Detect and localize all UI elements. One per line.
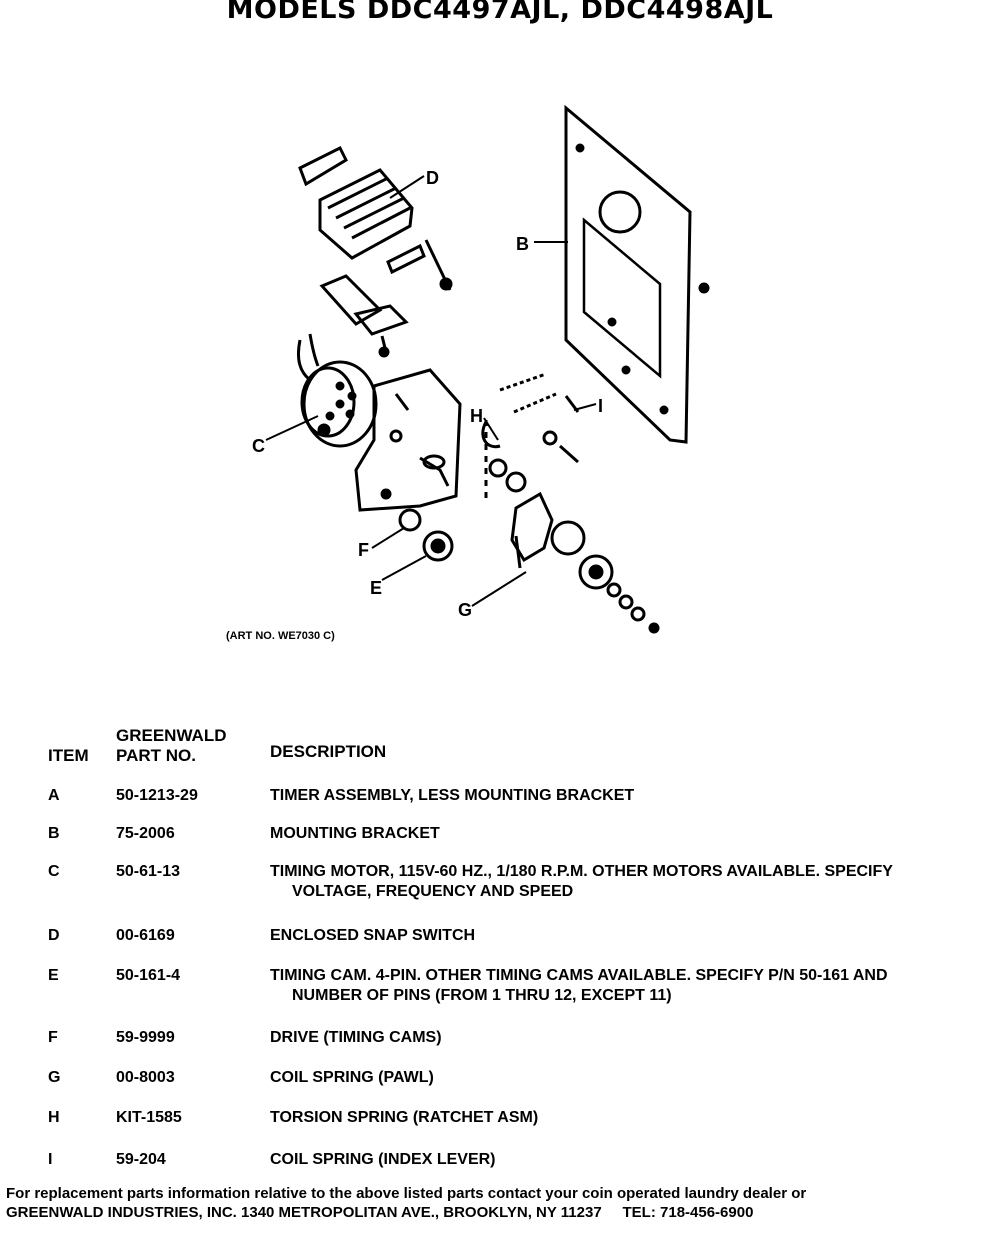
row-description: TORSION SPRING (RATCHET ASM) <box>270 1109 539 1126</box>
header-description: DESCRIPTION <box>270 742 387 761</box>
motor-plate-drawing <box>354 368 462 512</box>
timing-cam-drawing <box>398 508 454 562</box>
row-part-no: 75-2006 <box>116 825 175 842</box>
timing-motor-drawing <box>296 333 378 448</box>
row-part-no: 50-161-4 <box>116 967 181 984</box>
callout-c: C <box>252 436 265 456</box>
footer-line-1: For replacement parts information relati… <box>6 1185 807 1202</box>
row-item: F <box>48 1029 58 1046</box>
row-description: DRIVE (TIMING CAMS) <box>270 1029 442 1046</box>
row-item: A <box>48 787 60 804</box>
art-number: (ART NO. WE7030 C) <box>226 630 335 642</box>
row-item: I <box>48 1151 53 1168</box>
snap-switch-drawing <box>298 145 453 291</box>
callout-b: B <box>516 234 529 254</box>
row-description: MOUNTING BRACKET <box>270 825 440 842</box>
row-part-no: 59-204 <box>116 1151 166 1168</box>
row-item: B <box>48 825 60 842</box>
row-item: E <box>48 967 59 984</box>
row-item: H <box>48 1109 60 1126</box>
row-description: COIL SPRING (INDEX LEVER) <box>270 1151 496 1168</box>
row-description: TIMING CAM. 4-PIN. OTHER TIMING CAMS AVA… <box>270 967 888 1004</box>
callout-f: F <box>358 540 369 560</box>
callout-h: H <box>470 406 483 426</box>
header-item: ITEM <box>48 746 89 765</box>
callout-d: D <box>426 168 439 188</box>
row-description: COIL SPRING (PAWL) <box>270 1069 434 1086</box>
row-item: G <box>48 1069 61 1086</box>
page-title: MODELS DDC4497AJL, DDC4498AJL <box>226 0 774 25</box>
mounting-bracket-drawing <box>564 104 710 444</box>
row-description: TIMER ASSEMBLY, LESS MOUNTING BRACKET <box>270 787 635 804</box>
row-part-no: 50-61-13 <box>116 863 181 880</box>
row-part-no: 59-9999 <box>116 1029 175 1046</box>
header-part-line1: GREENWALD <box>116 726 227 745</box>
row-description: ENCLOSED SNAP SWITCH <box>270 927 476 944</box>
callout-g: G <box>458 600 472 620</box>
row-part-no: 00-6169 <box>116 927 175 944</box>
row-item: C <box>48 863 60 880</box>
callout-e: E <box>370 578 382 598</box>
row-part-no: 50-1213-29 <box>116 787 198 804</box>
callout-i: I <box>598 396 603 416</box>
header-part-line2: PART NO. <box>116 746 196 765</box>
ratchet-assembly-drawing <box>510 491 660 634</box>
callout-leaders <box>265 175 597 607</box>
switch-bracket-drawing <box>319 274 409 358</box>
row-item: D <box>48 927 60 944</box>
row-part-no: KIT-1585 <box>116 1109 182 1126</box>
contact-footer: For replacement parts information relati… <box>6 1184 996 1222</box>
footer-line-2: GREENWALD INDUSTRIES, INC. 1340 METROPOL… <box>6 1204 754 1221</box>
exploded-parts-diagram: D B C H I F E G A <box>252 104 710 634</box>
row-part-no: 00-8003 <box>116 1069 175 1086</box>
row-description: TIMING MOTOR, 115V-60 HZ., 1/180 R.P.M. … <box>270 863 893 900</box>
